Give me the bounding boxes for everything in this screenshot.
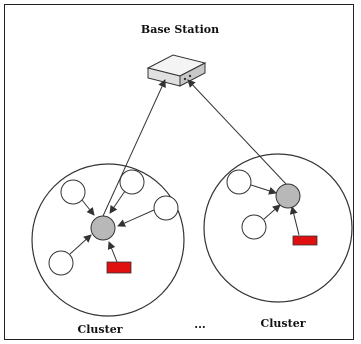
- sensor-node: [119, 169, 145, 195]
- red-marker: [292, 235, 318, 246]
- cluster-boundary: [203, 153, 353, 303]
- cluster-head-node: [90, 215, 116, 241]
- cluster-label: Cluster: [261, 317, 306, 330]
- base-station-icon: [146, 54, 207, 87]
- cluster-2: Cluster: [187, 79, 353, 330]
- sensor-node: [60, 179, 86, 205]
- sensor-node: [153, 195, 179, 221]
- sensor-node: [48, 250, 74, 276]
- sensor-node: [226, 169, 252, 195]
- cluster-1: Cluster: [31, 79, 185, 336]
- sensor-node: [241, 214, 267, 240]
- ellipsis: ...: [194, 318, 206, 331]
- red-marker: [106, 261, 132, 274]
- base-station-label: Base Station: [141, 23, 219, 36]
- cluster-label: Cluster: [78, 323, 123, 336]
- cluster-head-node: [275, 183, 301, 209]
- cluster-boundary: [31, 163, 185, 317]
